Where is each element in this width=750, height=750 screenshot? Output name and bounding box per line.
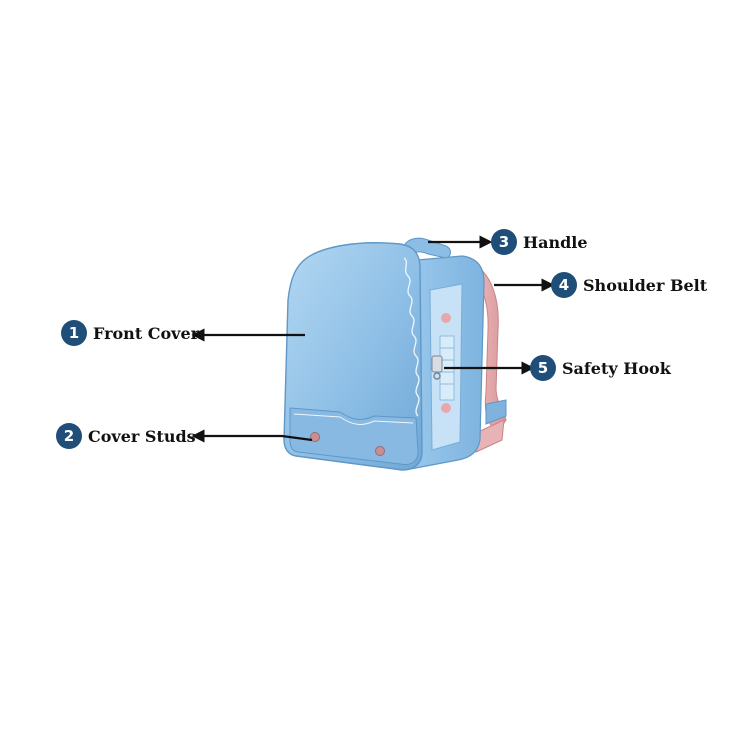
callout-number-badge: 4 [551,272,577,298]
callout-label: Shoulder Belt [583,275,708,295]
callout-number-badge: 1 [61,320,87,346]
front-cover [283,242,423,471]
callout-shoulder-belt: 4 Shoulder Belt [551,272,707,298]
safety-hook [431,355,443,380]
callout-number-badge: 3 [491,229,517,255]
callout-number-badge: 5 [530,355,556,381]
callout-front-cover: 1 Front Cover [61,320,199,346]
shoulder-belt [465,261,507,453]
callout-arrows [191,235,555,443]
callout-label: Safety Hook [562,358,671,378]
callout-handle: 3 Handle [491,229,588,255]
callout-number-badge: 2 [56,423,82,449]
callout-safety-hook: 5 Safety Hook [530,355,671,381]
callout-label: Handle [523,232,588,252]
callout-cover-studs: 2 Cover Studs [56,423,196,449]
callout-label: Front Cover [93,323,200,343]
arrow-cover-studs [191,429,313,443]
cover-studs [310,432,385,456]
callout-label: Cover Studs [88,426,196,446]
